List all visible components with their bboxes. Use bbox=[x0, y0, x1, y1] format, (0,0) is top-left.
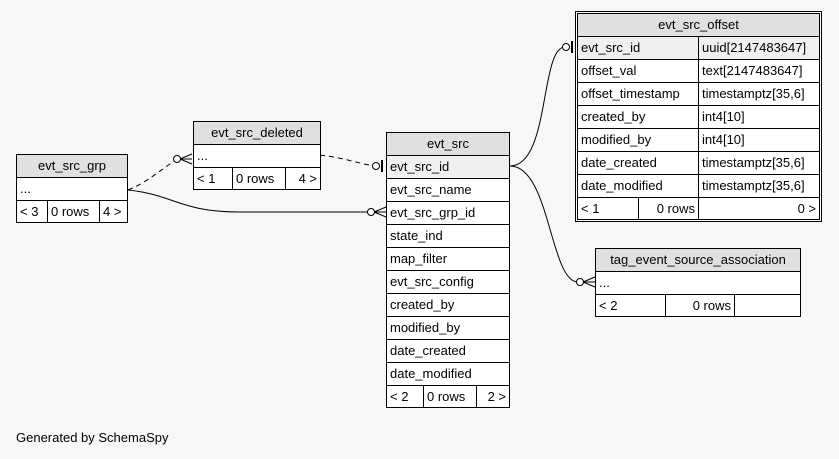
column-row: evt_src_id uuid[2147483647] bbox=[578, 37, 819, 60]
column-row: created_by int4[10] bbox=[578, 106, 819, 129]
column-row: modified_by bbox=[387, 317, 509, 340]
parent-count: < 1 bbox=[197, 171, 216, 186]
column-row: modified_by int4[10] bbox=[578, 129, 819, 152]
parent-count: < 1 bbox=[581, 201, 600, 216]
edge-evtsrc-to-tag-end bbox=[576, 278, 584, 286]
generated-by-footer: Generated by SchemaSpy bbox=[16, 430, 169, 445]
ellipsis-row: ... bbox=[197, 148, 208, 163]
parent-count: < 2 bbox=[599, 298, 618, 313]
column-row: evt_src_name bbox=[387, 179, 509, 202]
table-evt-src-deleted[interactable]: evt_src_deleted ... < 1 0 rows 4 > bbox=[193, 121, 321, 190]
table-title[interactable]: evt_src bbox=[387, 133, 509, 156]
table-evt-src[interactable]: evt_src evt_src_id evt_src_name evt_src_… bbox=[386, 132, 510, 408]
column-name: offset_val bbox=[581, 63, 637, 78]
parent-count: < 3 bbox=[20, 204, 39, 219]
column-name: modified_by bbox=[581, 132, 652, 147]
column-row: evt_src_config bbox=[387, 271, 509, 294]
column-name: evt_src_grp_id bbox=[390, 205, 476, 220]
edge-deleted-to-evtsrc bbox=[319, 154, 376, 167]
column-name: evt_src_id bbox=[581, 40, 641, 55]
table-stats: < 1 0 rows 0 > bbox=[578, 198, 819, 219]
ellipsis-row: ... bbox=[599, 275, 610, 290]
table-row: ... bbox=[596, 272, 800, 295]
child-count: 0 > bbox=[698, 198, 819, 219]
table-title[interactable]: evt_src_grp bbox=[17, 155, 127, 178]
column-row: map_filter bbox=[387, 248, 509, 271]
table-tag-event-source-association[interactable]: tag_event_source_association ... < 2 0 r… bbox=[595, 248, 801, 317]
column-name: state_ind bbox=[390, 228, 443, 243]
table-title[interactable]: evt_src_deleted bbox=[194, 122, 320, 145]
column-type: timestamptz[35,6] bbox=[698, 152, 819, 174]
column-row: date_created bbox=[387, 340, 509, 363]
column-row: date_modified bbox=[387, 363, 509, 386]
edge-deleted-to-evtsrc-end bbox=[372, 162, 380, 170]
row-count: 0 rows bbox=[47, 201, 99, 222]
column-name: created_by bbox=[390, 297, 455, 312]
row-count: 0 rows bbox=[665, 295, 734, 316]
table-title[interactable]: evt_src_offset bbox=[578, 14, 819, 37]
table-row: ... bbox=[194, 145, 320, 168]
table-stats: < 2 0 rows 2 > bbox=[387, 386, 509, 407]
column-type: int4[10] bbox=[698, 106, 819, 128]
column-name: evt_src_id bbox=[390, 159, 450, 174]
child-count: 4 > bbox=[99, 201, 127, 222]
column-row: evt_src_grp_id bbox=[387, 202, 509, 225]
column-type: int4[10] bbox=[698, 129, 819, 151]
child-count: 4 > bbox=[285, 168, 320, 189]
edge-grp-to-evtsrc-end bbox=[367, 208, 375, 216]
column-type: timestamptz[35,6] bbox=[698, 175, 819, 197]
column-name: map_filter bbox=[390, 251, 448, 266]
table-row: ... bbox=[17, 178, 127, 201]
column-name: created_by bbox=[581, 109, 646, 124]
column-name: modified_by bbox=[390, 320, 461, 335]
column-row: created_by bbox=[387, 294, 509, 317]
column-name: evt_src_config bbox=[390, 274, 474, 289]
table-stats: < 1 0 rows 4 > bbox=[194, 168, 320, 189]
column-name: date_created bbox=[390, 343, 466, 358]
parent-count: < 2 bbox=[390, 389, 409, 404]
column-name: date_modified bbox=[581, 178, 663, 193]
child-count: 2 > bbox=[476, 386, 509, 407]
row-count: 0 rows bbox=[423, 386, 476, 407]
child-count bbox=[734, 295, 800, 316]
column-row: date_modified timestamptz[35,6] bbox=[578, 175, 819, 198]
table-evt-src-offset[interactable]: evt_src_offset evt_src_id uuid[214748364… bbox=[575, 11, 822, 222]
column-name: date_modified bbox=[390, 366, 472, 381]
table-stats: < 3 0 rows 4 > bbox=[17, 201, 127, 222]
column-row: evt_src_id bbox=[387, 156, 509, 179]
column-type: uuid[2147483647] bbox=[698, 37, 819, 59]
edge-evtsrc-to-offset-end bbox=[562, 43, 570, 51]
edge-grp-to-evtsrc bbox=[127, 189, 370, 213]
edge-grp-to-deleted-end bbox=[173, 155, 181, 163]
edge-evtsrc-to-tag bbox=[509, 165, 579, 283]
edge-grp-to-deleted bbox=[127, 159, 177, 191]
table-stats: < 2 0 rows bbox=[596, 295, 800, 316]
column-row: state_ind bbox=[387, 225, 509, 248]
row-count: 0 rows bbox=[232, 168, 285, 189]
row-count: 0 rows bbox=[638, 198, 698, 219]
table-title[interactable]: tag_event_source_association bbox=[596, 249, 800, 272]
column-type: text[2147483647] bbox=[698, 60, 819, 82]
column-row: date_created timestamptz[35,6] bbox=[578, 152, 819, 175]
edge-evtsrc-to-offset bbox=[509, 46, 566, 167]
column-row: offset_val text[2147483647] bbox=[578, 60, 819, 83]
column-name: date_created bbox=[581, 155, 657, 170]
column-name: offset_timestamp bbox=[581, 86, 680, 101]
ellipsis-row: ... bbox=[20, 181, 31, 196]
column-row: offset_timestamp timestamptz[35,6] bbox=[578, 83, 819, 106]
table-evt-src-grp[interactable]: evt_src_grp ... < 3 0 rows 4 > bbox=[16, 154, 128, 223]
column-type: timestamptz[35,6] bbox=[698, 83, 819, 105]
column-name: evt_src_name bbox=[390, 182, 472, 197]
